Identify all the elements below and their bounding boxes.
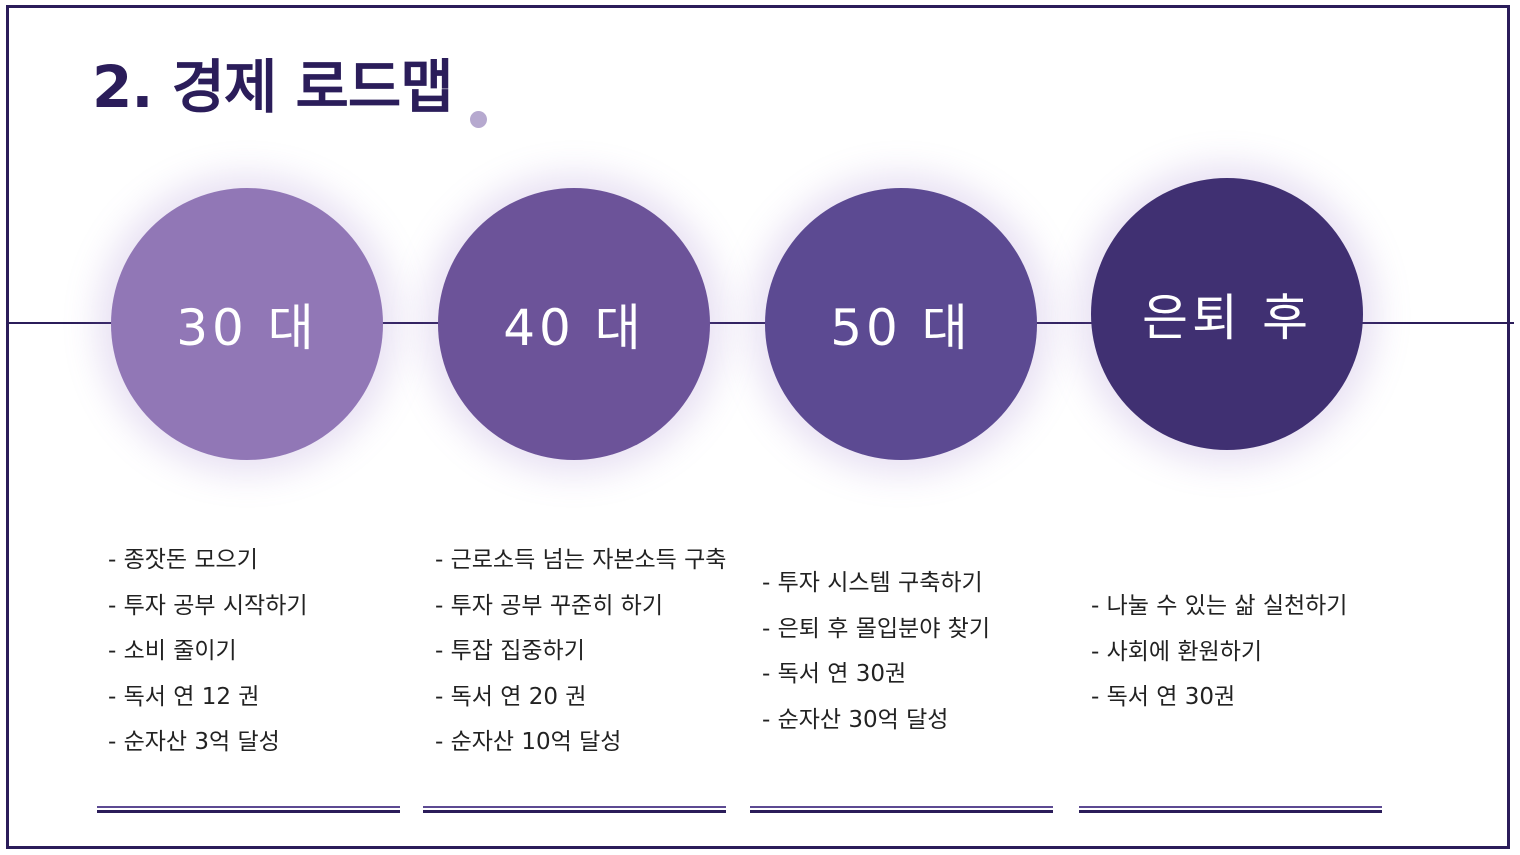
list-item: - 순자산 3억 달성 — [108, 729, 280, 755]
stage-circle-40s: 40 대 — [438, 188, 710, 460]
list-item: - 투자 공부 시작하기 — [108, 592, 308, 619]
slide-frame — [6, 5, 1510, 849]
stage-circle-retired: 은퇴 후 — [1091, 178, 1363, 450]
list-item: - 소비 줄이기 — [108, 638, 237, 664]
timeline-line — [6, 322, 1514, 324]
list-item: - 순자산 10억 달성 — [435, 729, 622, 755]
column-divider — [97, 806, 400, 813]
list-item: - 순자산 30억 달성 — [762, 706, 949, 733]
stage-circle-30s: 30 대 — [111, 188, 383, 460]
list-item: - 종잣돈 모으기 — [108, 547, 258, 573]
stage-retired-list: - 나눌 수 있는 삶 실천하기 - 사회에 환원하기 - 독서 연 30권 — [1091, 584, 1347, 721]
column-divider — [423, 806, 726, 813]
stage-circle-50s: 50 대 — [765, 188, 1037, 460]
list-item: - 독서 연 12 권 — [108, 683, 260, 710]
list-item: - 은퇴 후 몰입분야 찾기 — [762, 615, 990, 642]
list-item: - 독서 연 20 권 — [435, 683, 587, 710]
list-item: - 투잡 집중하기 — [435, 638, 585, 664]
stage-50s-list: - 투자 시스템 구축하기 - 은퇴 후 몰입분야 찾기 - 독서 연 30권 … — [762, 561, 990, 743]
list-item: - 사회에 환원하기 — [1091, 638, 1263, 665]
column-divider — [750, 806, 1053, 813]
list-item: - 투자 시스템 구축하기 — [762, 570, 983, 596]
list-item: - 근로소득 넘는 자본소득 구축 — [435, 547, 727, 573]
stage-40s-list: - 근로소득 넘는 자본소득 구축 - 투자 공부 꾸준히 하기 - 투잡 집중… — [435, 538, 726, 766]
list-item: - 독서 연 30권 — [762, 661, 907, 687]
title-dot — [470, 111, 487, 128]
list-item: - 독서 연 30권 — [1091, 684, 1236, 710]
list-item: - 투자 공부 꾸준히 하기 — [435, 592, 663, 619]
list-item: - 나눌 수 있는 삶 실천하기 — [1091, 593, 1348, 619]
stage-30s-list: - 종잣돈 모으기 - 투자 공부 시작하기 - 소비 줄이기 - 독서 연 1… — [108, 538, 308, 766]
column-divider — [1079, 806, 1382, 813]
page-title: 2. 경제 로드맵 — [92, 53, 454, 121]
